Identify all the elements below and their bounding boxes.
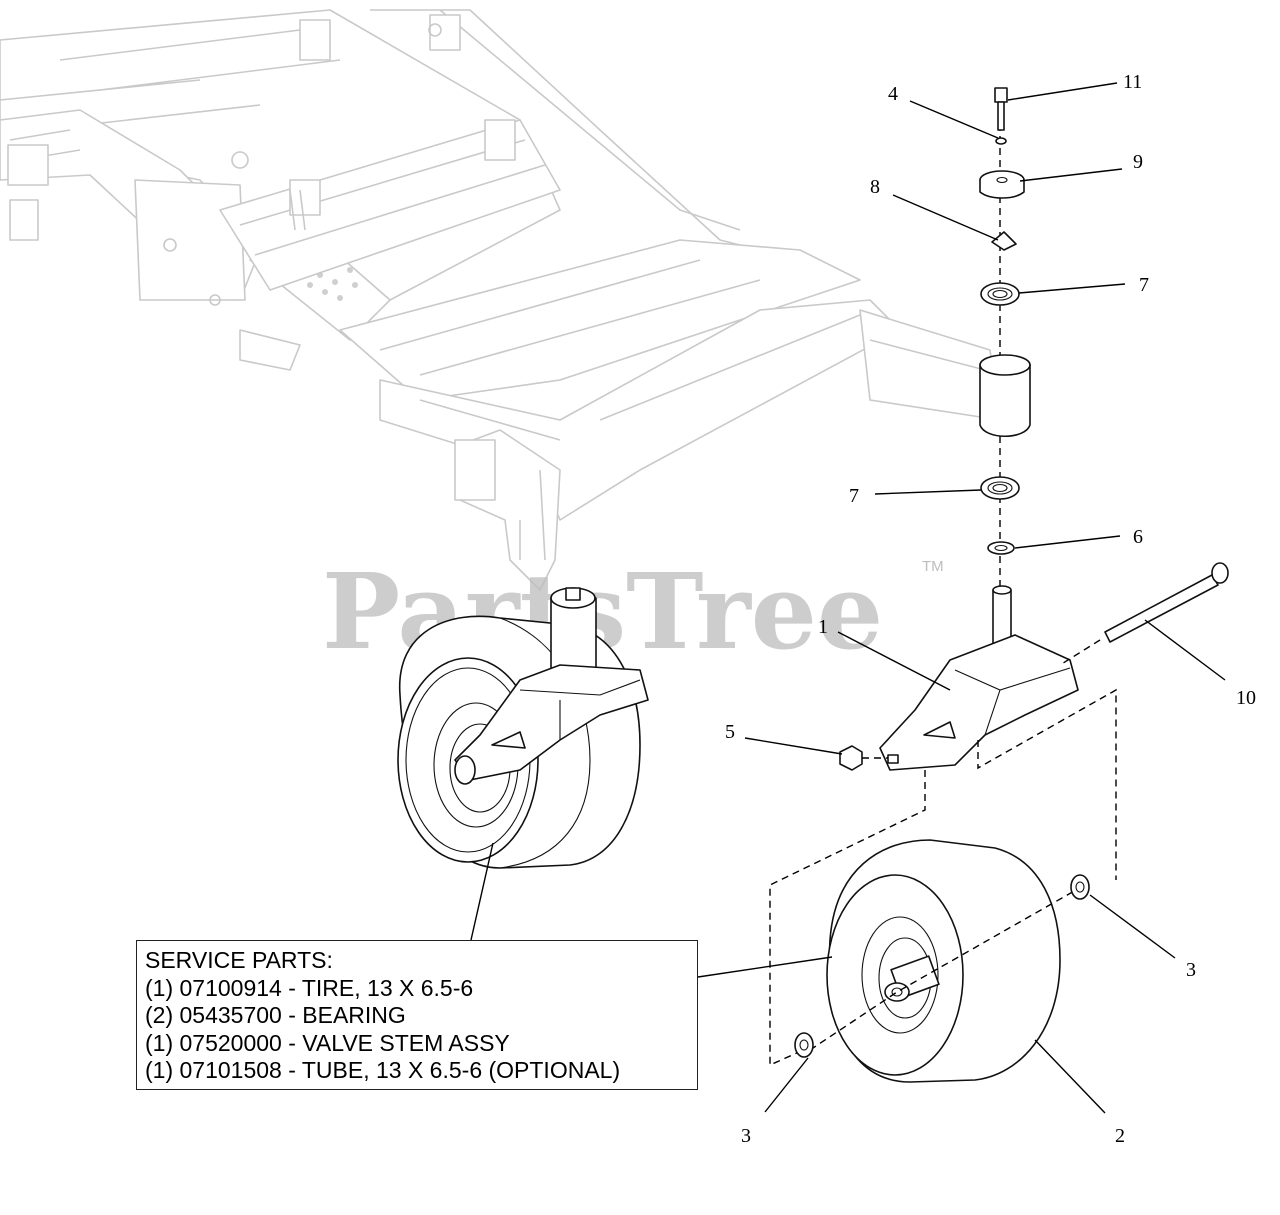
mower-frame xyxy=(0,9,1001,591)
callout-3-left: 3 xyxy=(741,1125,751,1147)
callout-1: 1 xyxy=(818,616,828,638)
callout-2: 2 xyxy=(1115,1125,1125,1147)
assembled-caster-wheel xyxy=(397,587,649,869)
callout-4: 4 xyxy=(888,83,898,105)
exploded-caster-assembly xyxy=(769,87,1229,1083)
callout-10: 10 xyxy=(1236,687,1256,709)
callout-3-right: 3 xyxy=(1186,959,1196,981)
callout-7-lower: 7 xyxy=(849,485,859,507)
callout-5: 5 xyxy=(725,721,735,743)
leader-lines xyxy=(470,82,1226,1114)
callout-7-upper: 7 xyxy=(1139,274,1149,296)
callout-numbers: 11 4 9 8 7 7 6 1 10 5 3 3 2 xyxy=(725,71,1256,1147)
callout-6: 6 xyxy=(1133,526,1143,548)
service-parts-heading: SERVICE PARTS: xyxy=(145,947,333,973)
callout-11: 11 xyxy=(1123,71,1142,93)
service-part-line: (1) 07520000 - VALVE STEM ASSY xyxy=(145,1029,510,1056)
service-part-line: (2) 05435700 - BEARING xyxy=(145,1002,406,1028)
service-parts-box: SERVICE PARTS: (1) 07100914 - TIRE, 13 X… xyxy=(136,940,698,1090)
service-part-line: (1) 07100914 - TIRE, 13 X 6.5-6 xyxy=(145,974,474,1001)
callout-8: 8 xyxy=(870,176,880,198)
service-part-line: (1) 07101508 - TUBE, 13 X 6.5-6 (OPTIONA… xyxy=(145,1057,621,1083)
callout-9: 9 xyxy=(1133,151,1143,173)
trademark-mark: TM xyxy=(922,558,944,575)
